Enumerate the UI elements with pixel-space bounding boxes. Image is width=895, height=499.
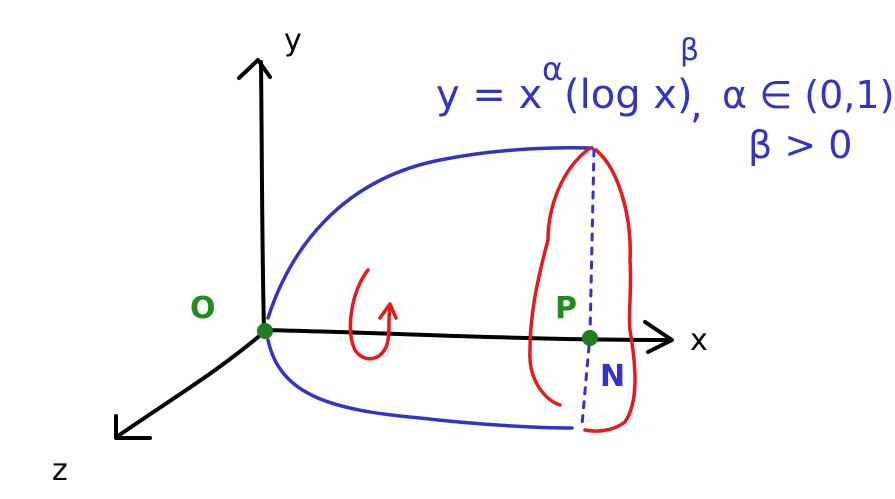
origin-label: O bbox=[190, 291, 216, 326]
curve-upper bbox=[266, 145, 594, 320]
cross-section-ellipse bbox=[528, 146, 637, 433]
origin-point bbox=[257, 323, 273, 339]
equation-alpha-exponent: α bbox=[542, 50, 563, 88]
equation-beta-condition: β > 0 bbox=[748, 123, 852, 167]
equation-comma: , bbox=[690, 82, 703, 128]
equation-alpha-condition: α ∈ (0,1) bbox=[722, 73, 894, 117]
radius-dashed-line bbox=[580, 148, 596, 427]
z-axis-label: z bbox=[52, 453, 68, 488]
equation-beta-exponent: β bbox=[680, 33, 699, 68]
z-axis bbox=[114, 330, 266, 440]
curve-lower bbox=[266, 338, 574, 430]
point-n-label: N bbox=[600, 359, 625, 394]
equation: y = x α (log x) β , α ∈ (0,1) β > 0 bbox=[436, 33, 894, 167]
x-axis-label: x bbox=[690, 323, 708, 358]
y-axis bbox=[237, 58, 272, 332]
x-axis bbox=[262, 320, 674, 354]
equation-log-term: (log x) bbox=[564, 72, 693, 118]
point-p-label: P bbox=[555, 291, 577, 326]
point-p bbox=[582, 330, 598, 346]
rotation-arrow-icon bbox=[348, 268, 398, 361]
y-axis-label: y bbox=[284, 23, 302, 58]
equation-lhs: y = x bbox=[436, 72, 542, 118]
